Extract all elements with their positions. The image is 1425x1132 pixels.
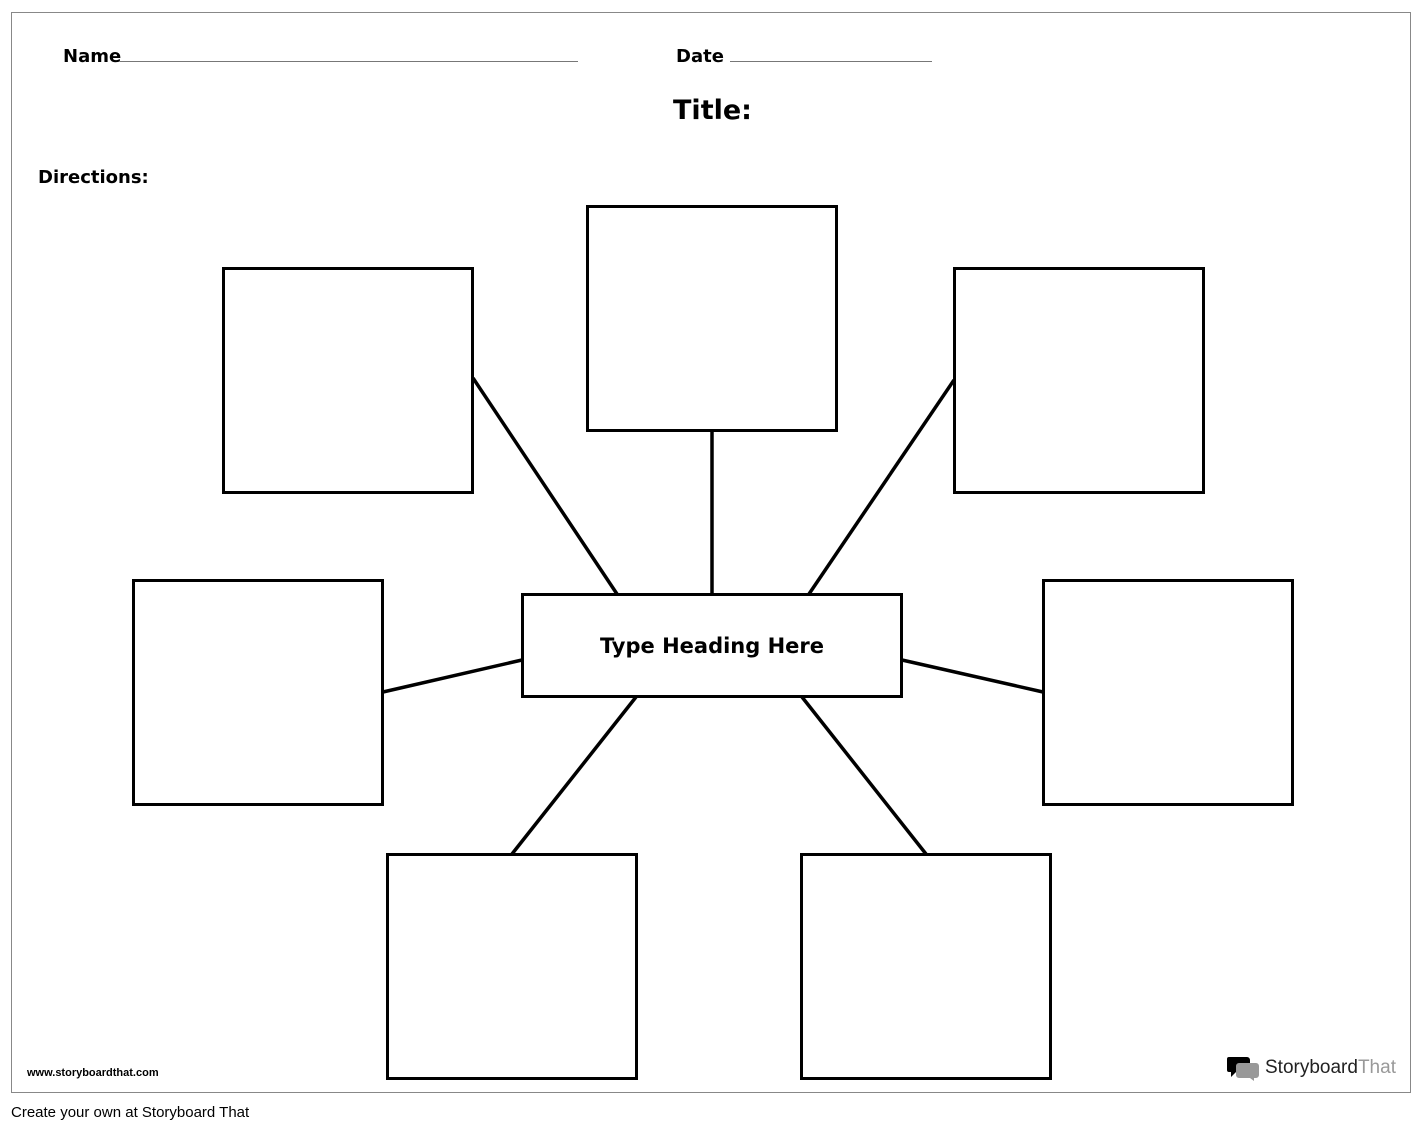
directions-label: Directions: <box>38 167 149 188</box>
box-top[interactable] <box>586 205 838 432</box>
connector-right <box>901 658 1044 694</box>
connector-bottom-right <box>800 695 928 856</box>
footer-link[interactable]: Create your own at Storyboard That <box>11 1104 250 1121</box>
name-field[interactable] <box>120 61 578 62</box>
logo-text-that: That <box>1357 1057 1396 1078</box>
speech-bubbles-icon <box>1227 1057 1259 1081</box>
date-field[interactable] <box>730 61 932 62</box>
box-left[interactable] <box>132 579 384 806</box>
connector-top-right <box>807 379 956 595</box>
title-label: Title: <box>673 95 752 126</box>
connector-left <box>382 658 523 694</box>
worksheet-page <box>11 12 1411 1093</box>
box-bottom-left[interactable] <box>386 853 638 1080</box>
storyboardthat-logo: StoryboardThat <box>1227 1055 1396 1081</box>
center-heading-box[interactable]: Type Heading Here <box>521 593 903 698</box>
logo-text-storyboard: Storyboard <box>1265 1057 1358 1078</box>
date-label: Date <box>676 46 724 67</box>
box-top-left[interactable] <box>222 267 474 494</box>
box-right[interactable] <box>1042 579 1294 806</box>
website-url: www.storyboardthat.com <box>27 1067 159 1079</box>
connector-bottom-left <box>510 695 638 856</box>
name-label: Name <box>63 46 122 67</box>
box-top-right[interactable] <box>953 267 1205 494</box>
box-bottom-right[interactable] <box>800 853 1052 1080</box>
connector-top-left <box>471 377 619 595</box>
